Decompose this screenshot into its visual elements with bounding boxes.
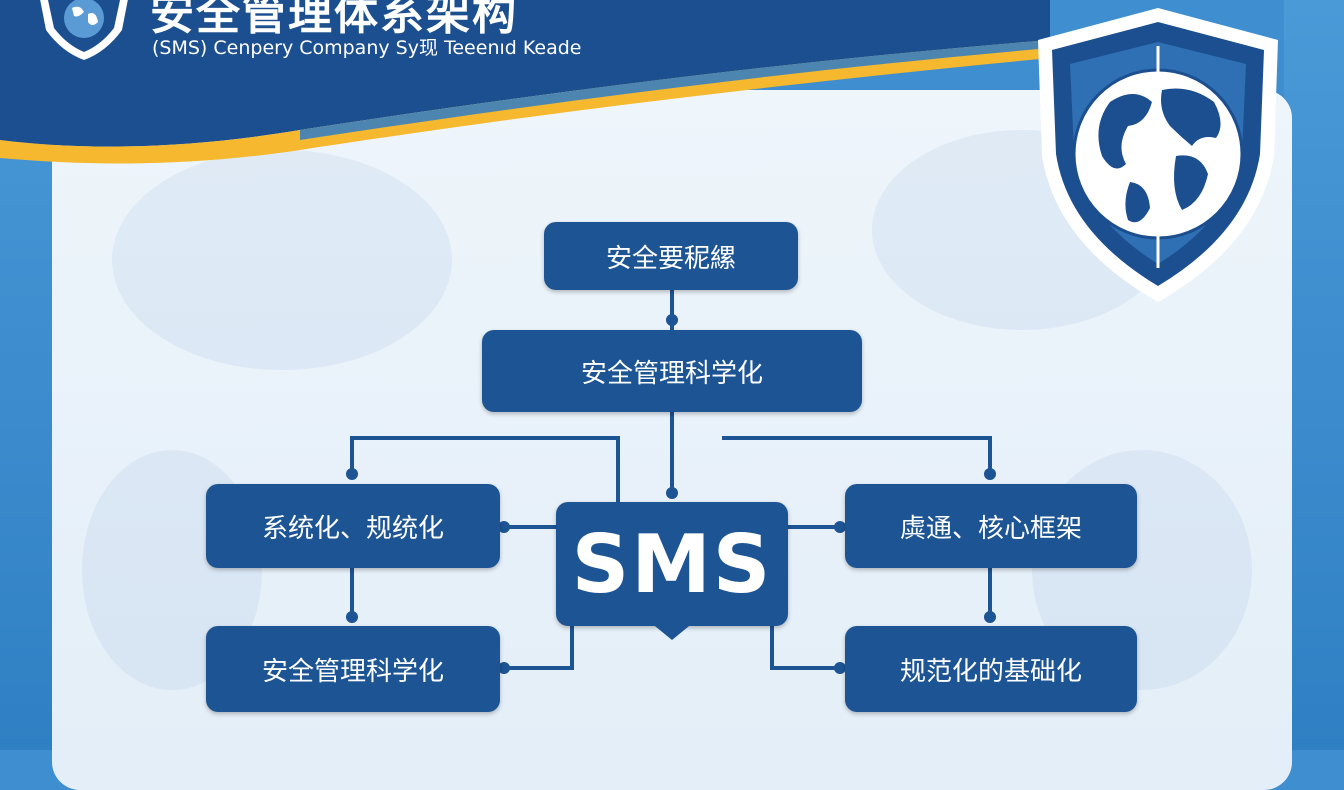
- shield-globe-small-icon: [40, 0, 128, 60]
- header-banner: [0, 0, 1050, 164]
- world-map-tint: [112, 150, 452, 370]
- connector-lines: [346, 290, 996, 674]
- node-top: 安全要秜縲: [544, 222, 798, 290]
- node-right-top: 虡通、核心框架: [845, 484, 1137, 568]
- page-subtitle: (SMS) Cenpery Company Sy现 Teeenıd Keade: [152, 37, 582, 59]
- page-title: 安全管理体系架构: [150, 0, 518, 40]
- shield-globe-icon: [1038, 8, 1278, 302]
- node-left-top: 系统化、规统化: [206, 484, 500, 568]
- node-center-sms: SMS: [556, 502, 788, 626]
- node-left-bottom: 安全管理科学化: [206, 626, 500, 712]
- node-upper: 安全管理科学化: [482, 330, 862, 412]
- background-right: [1284, 0, 1344, 750]
- node-right-bottom: 规范化的基础化: [845, 626, 1137, 712]
- node-center-pointer: [650, 622, 694, 640]
